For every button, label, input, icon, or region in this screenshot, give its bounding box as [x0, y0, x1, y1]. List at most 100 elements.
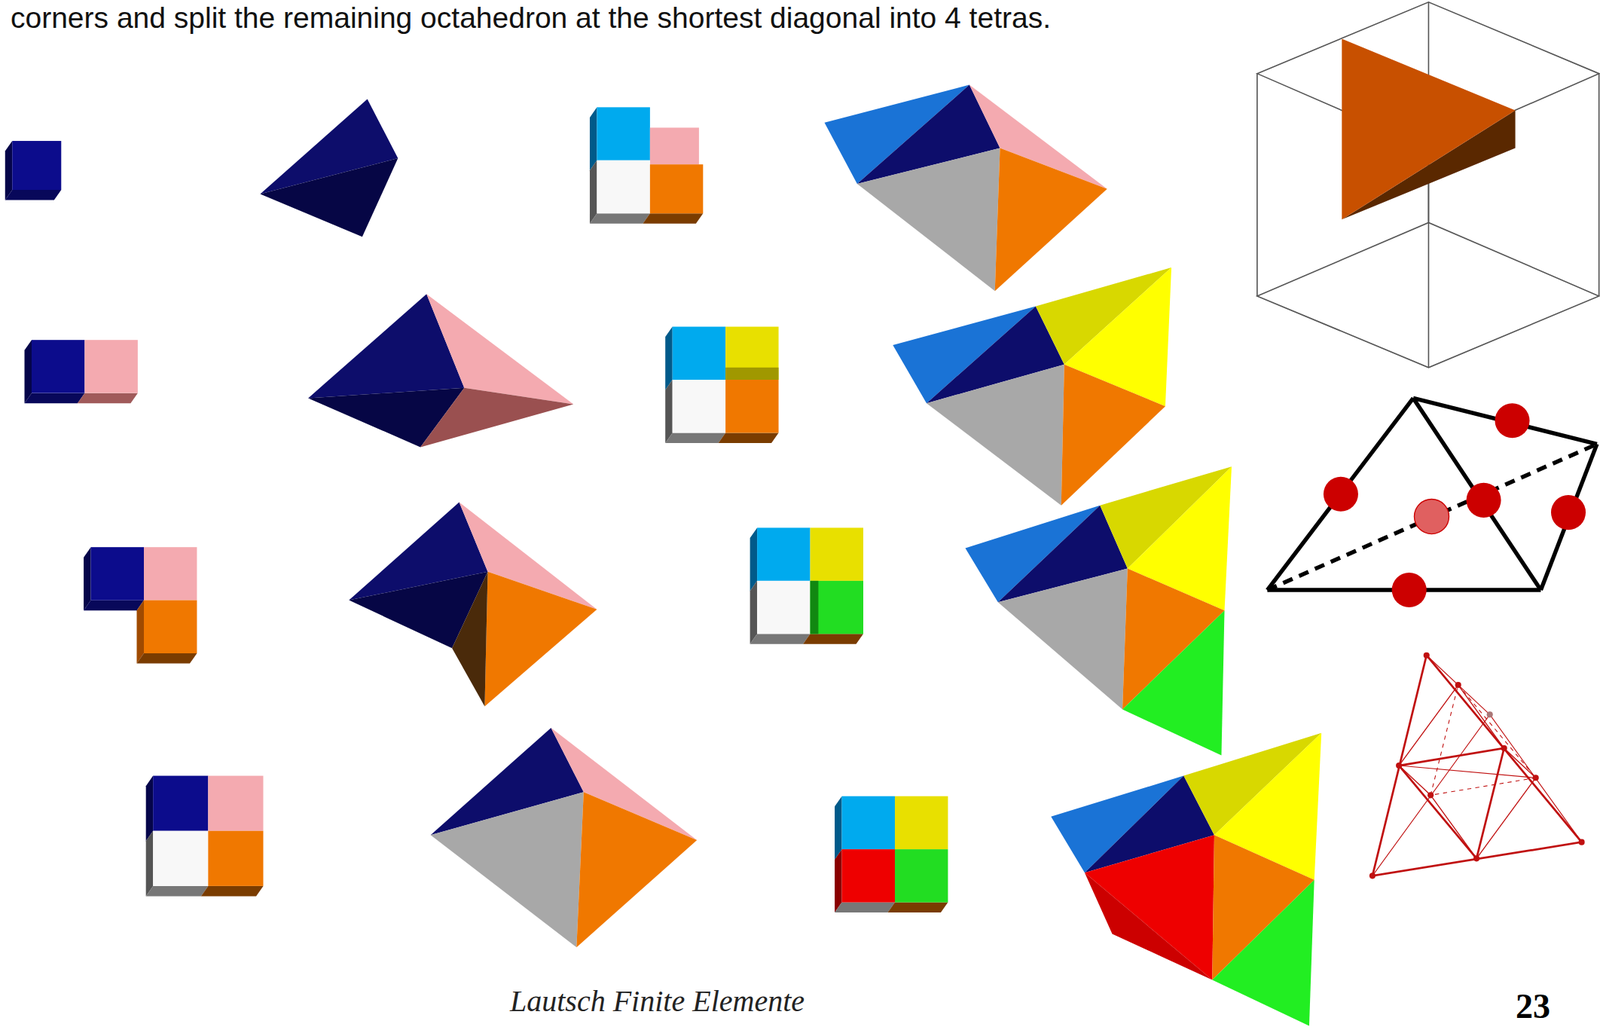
cube-face — [842, 848, 895, 902]
cube-face — [146, 775, 153, 842]
cube-face — [672, 379, 726, 433]
tetra-face — [1061, 364, 1166, 506]
tetra-face — [995, 148, 1108, 292]
cube-face — [810, 580, 819, 634]
wire-edge — [1398, 765, 1431, 795]
mid-node — [1323, 476, 1359, 512]
wire-edge — [1398, 684, 1459, 766]
cube-face — [642, 213, 703, 224]
cube-block — [589, 106, 703, 223]
corner-tetra — [1341, 39, 1515, 220]
cube-face — [589, 160, 597, 224]
cube-face — [672, 326, 726, 380]
wire-node — [1395, 762, 1402, 769]
wire-node — [1532, 774, 1539, 781]
wire-node — [1369, 872, 1376, 879]
wire-edge — [1398, 765, 1536, 778]
wire-node — [1455, 681, 1462, 688]
cube-face — [887, 902, 948, 913]
cube-face — [750, 633, 811, 645]
cube-face — [718, 432, 779, 443]
cube-wireframe — [1257, 2, 1600, 368]
cube-block — [750, 527, 864, 644]
cube-face — [894, 796, 948, 849]
element-edge — [1413, 397, 1597, 444]
cube-face — [665, 379, 672, 443]
cube-face — [83, 546, 91, 611]
tetra-assembly — [430, 727, 698, 947]
tetra-face — [484, 571, 597, 707]
wire-edge — [1426, 655, 1491, 715]
wire-edge — [1458, 684, 1505, 749]
cube-face — [834, 796, 842, 860]
wire-edge — [1372, 655, 1582, 877]
cube-face — [152, 830, 208, 886]
wire-node — [1578, 839, 1585, 846]
cube-face — [589, 106, 597, 171]
tetra-assembly — [259, 99, 398, 238]
cube-face — [12, 140, 62, 190]
tetra-face — [1084, 872, 1213, 980]
cube-face — [137, 600, 144, 664]
wire-node — [1423, 652, 1430, 659]
cube-face — [894, 848, 948, 902]
cube-block — [834, 796, 948, 913]
wire-edge — [1372, 714, 1491, 876]
tetra-element — [1267, 397, 1597, 590]
cube-face — [596, 106, 650, 160]
hidden-edge — [1267, 443, 1597, 590]
cube-face — [83, 600, 144, 611]
cube-face — [810, 527, 864, 581]
tetra-face — [857, 148, 1001, 292]
cube-face — [589, 213, 651, 224]
cube-face — [137, 653, 198, 664]
heading-text: corners and split the remaining octahedr… — [10, 1, 1051, 36]
cube-face — [650, 127, 700, 165]
tetra-assembly — [892, 267, 1172, 506]
wire-node — [1473, 854, 1480, 862]
cube-face — [665, 432, 726, 443]
wire-node — [1427, 791, 1434, 798]
wire-node — [1487, 711, 1494, 718]
wire-edge — [1504, 748, 1536, 778]
tetra-face — [420, 387, 574, 448]
cube-face — [201, 885, 264, 897]
cube-face — [725, 367, 779, 380]
wire-edge — [1430, 794, 1477, 859]
tetra-face — [576, 791, 697, 947]
tetra-assembly — [824, 85, 1108, 292]
cube-face — [31, 339, 85, 393]
cube-face — [810, 580, 864, 634]
element-edge — [1413, 397, 1541, 590]
cube-face — [834, 848, 842, 913]
cube-face — [77, 393, 138, 404]
cube-face — [143, 546, 197, 600]
cube-block — [24, 339, 138, 404]
cube-face — [146, 830, 153, 897]
cube-edge — [1256, 73, 1259, 297]
hidden-node — [1413, 499, 1449, 535]
cube-face — [91, 546, 144, 600]
cube-face — [750, 527, 758, 591]
tetra-face — [451, 571, 488, 707]
mid-node — [1392, 572, 1427, 608]
page-number: 23 — [1515, 986, 1551, 1027]
cube-face — [596, 160, 650, 214]
cube-face — [803, 633, 864, 645]
cube-edge — [1598, 73, 1600, 297]
cube-face — [757, 580, 810, 634]
cube-block — [146, 775, 264, 897]
cube-face — [725, 379, 779, 433]
cube-face — [24, 393, 86, 404]
tetra-assembly — [964, 466, 1232, 755]
cube-face — [665, 326, 672, 391]
cube-face — [725, 326, 779, 380]
tetra-assembly — [308, 293, 574, 447]
cube-face — [842, 796, 895, 849]
cube-block — [665, 326, 779, 443]
cube-face — [5, 189, 62, 201]
tetra-assembly — [348, 502, 597, 707]
wire-edge — [1430, 684, 1459, 795]
